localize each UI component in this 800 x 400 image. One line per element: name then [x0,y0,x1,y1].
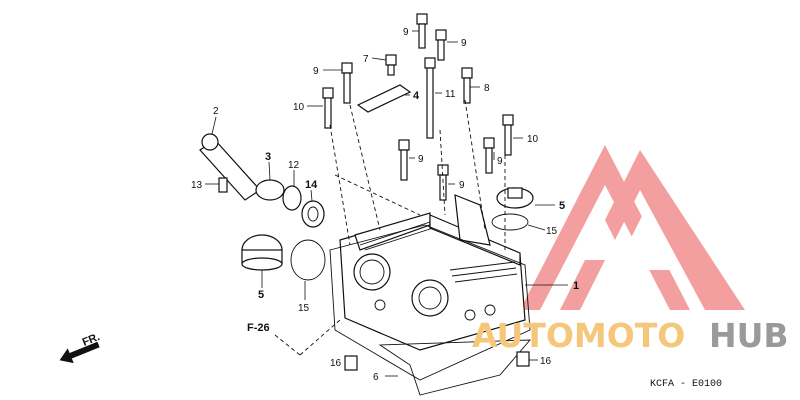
callout-9: 9 [418,154,424,165]
callout-3: 3 [265,151,271,163]
callout-11: 11 [445,89,456,100]
callout-labels: 9 9 9 9 9 9 7 4 11 8 10 10 2 3 12 13 14 … [191,27,579,383]
bolt-8 [461,67,473,104]
part-2-pipe [199,133,261,201]
callout-15: 15 [546,226,558,237]
part-15-oring-right [491,213,529,231]
part-16-dowel-left [344,355,358,371]
bolt-10-left [322,87,334,129]
cylinder-head-cover [339,194,526,351]
callout-5: 5 [258,289,264,301]
callout-10: 10 [293,102,305,113]
callout-5: 5 [559,200,565,212]
part-12-washer [282,185,302,211]
callout-12: 12 [288,160,300,171]
callout-1: 1 [573,280,579,292]
part-14-seal [301,200,325,228]
part-5-cap-right [496,187,534,209]
part-5-cap-left [241,234,283,271]
callout-7: 7 [363,54,369,65]
bolt-9-left [341,62,353,104]
reference-label: F-26 [247,322,270,334]
callout-9: 9 [459,180,465,191]
bolt-9-center [398,139,410,181]
callout-9: 9 [497,156,503,167]
callout-14: 14 [305,179,318,191]
watermark-logo [520,145,745,310]
part-15-oring-left [290,239,326,281]
callout-8: 8 [484,83,490,94]
callout-16: 16 [540,356,552,367]
gasket-6 [329,224,532,396]
bolt-10-right [502,114,514,156]
callout-6: 6 [373,372,379,383]
watermark-text-part2: HUB [709,316,789,355]
callout-9: 9 [403,27,409,38]
bolt-9-right [483,137,495,174]
callout-10: 10 [527,134,539,145]
leader-lines [205,30,568,377]
front-direction-arrow: FR. [59,331,102,364]
callout-2: 2 [213,106,219,117]
callout-9: 9 [461,38,467,49]
watermark-text: AUTOMOTO HUB [472,316,789,355]
bolt-7 [385,54,397,76]
callout-4: 4 [413,90,420,102]
callout-13: 13 [191,180,203,191]
bracket-4 [356,84,412,113]
bolt-11 [424,57,436,139]
bolt-9-top-right [435,29,447,61]
diagram-code: KCFA - E0100 [650,379,722,390]
callout-15: 15 [298,303,310,314]
part-3-clamp [255,179,285,201]
callout-16: 16 [330,358,342,369]
watermark-text-part1: AUTOMOTO [472,316,685,355]
part-13-pin [218,177,228,193]
bolt-9-top [416,13,428,49]
part-16-dowel-right [516,351,530,367]
callout-9: 9 [313,66,319,77]
